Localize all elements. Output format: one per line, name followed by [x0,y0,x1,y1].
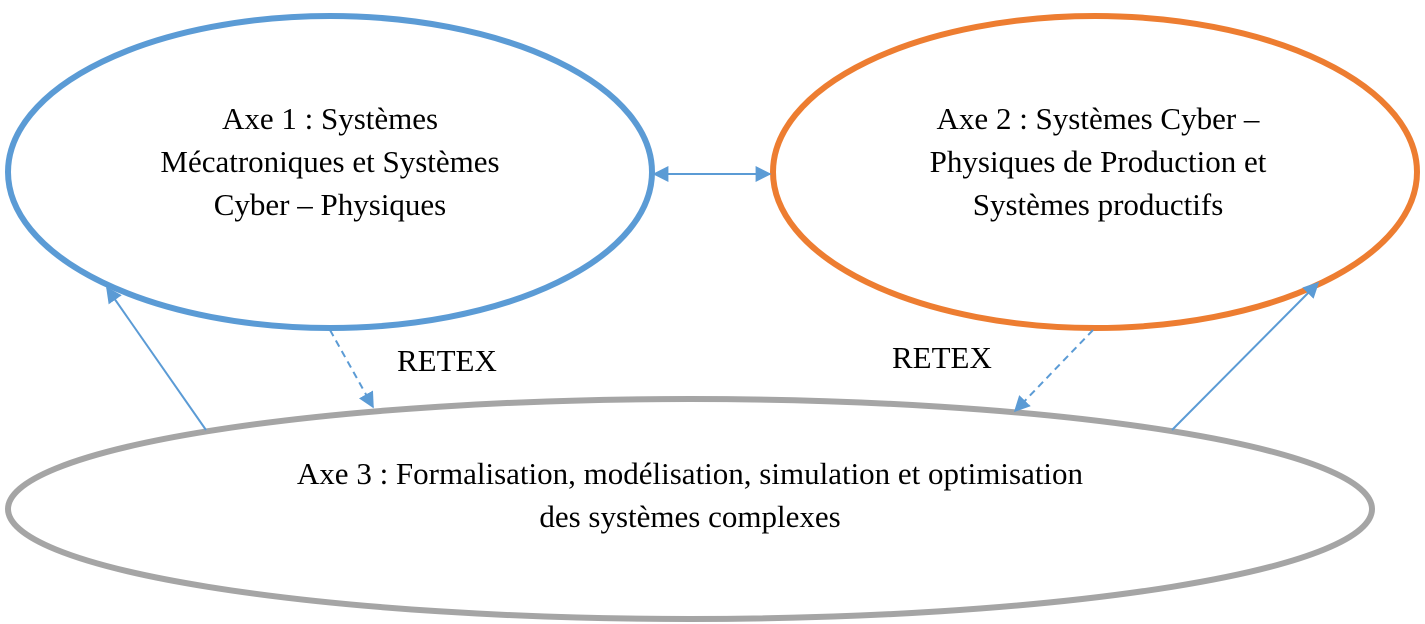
axe1-line-3: Cyber – Physiques [213,187,447,222]
axe2-line-3: Systèmes productifs [972,187,1224,222]
axe3-ellipse [5,396,1375,622]
axe2-line-1: Axe 2 : Systèmes Cyber – [936,101,1260,136]
retex-label-right: RETEX [892,340,992,375]
arrow-axe3-to-axe2 [1171,281,1320,431]
retex-arrow-axe1-to-axe3 [329,329,374,409]
axe3-line-1: Axe 3 : Formalisation, modélisation, sim… [296,456,1084,491]
axe2-line-2: Physiques de Production et [929,144,1267,179]
axe1-label: Axe 1 : Systèmes Mécatroniques et Systèm… [110,97,550,226]
retex-arrow-axe2-to-axe3 [1013,329,1094,413]
retex-label-left: RETEX [397,343,497,378]
axe3-line-2: des systèmes complexes [539,499,841,534]
axe2-ellipse [770,13,1420,331]
axe2-label: Axe 2 : Systèmes Cyber – Physiques de Pr… [868,97,1328,226]
axe1-ellipse [5,13,655,331]
arrow-axe3-to-axe1 [106,286,207,431]
axe3-label: Axe 3 : Formalisation, modélisation, sim… [190,452,1190,538]
axe1-line-2: Mécatroniques et Systèmes [160,144,500,179]
axe1-line-1: Axe 1 : Systèmes [221,101,439,136]
